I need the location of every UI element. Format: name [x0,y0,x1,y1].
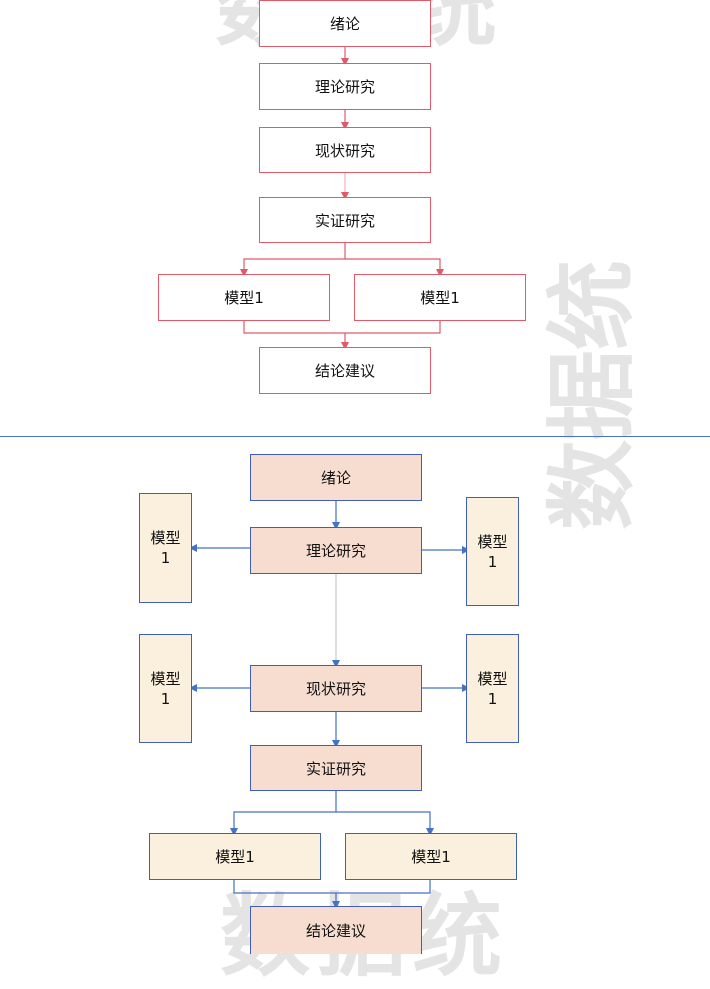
top-conclusion-box: 结论建议 [259,347,431,394]
top-model-right-label: 模型1 [420,289,460,307]
bottom-intro-box: 绪论 [250,454,422,501]
section-divider [0,436,710,437]
bottom-side-model-top-right: 模型 1 [466,497,519,606]
arrow-split-left-b [230,791,337,836]
top-model-right-box: 模型1 [354,274,526,321]
top-model-left-box: 模型1 [158,274,330,321]
side-model-br-label: 模型 1 [477,669,508,708]
bottom-model-left-box: 模型1 [149,833,321,880]
side-model-tr-label: 模型 1 [477,532,508,571]
bottom-model-right-box: 模型1 [345,833,517,880]
bottom-model-right-label: 模型1 [411,848,451,866]
bottom-flow-connectors [189,501,470,909]
top-flow-connectors [240,47,444,350]
bottom-side-model-bottom-left: 模型 1 [139,634,192,743]
top-model-left-label: 模型1 [224,289,264,307]
bottom-theory-box: 理论研究 [250,527,422,574]
bottom-empirical-label: 实证研究 [305,759,366,778]
top-theory-box: 理论研究 [259,63,431,110]
top-empirical-label: 实证研究 [314,211,375,230]
top-theory-label: 理论研究 [314,78,375,96]
arrow-split-right [345,258,444,277]
bottom-status-box: 现状研究 [250,665,422,712]
top-conclusion-label: 结论建议 [314,362,375,380]
merge-line-b [233,880,431,894]
side-model-tl-label: 模型 1 [150,529,181,567]
bottom-conclusion-box: 结论建议 [250,906,422,954]
arrow-split-left [240,243,346,277]
merge-line [243,321,441,334]
bottom-theory-label: 理论研究 [305,542,366,560]
bottom-status-label: 现状研究 [305,680,366,698]
arrow-split-right-b [336,811,434,836]
top-intro-label: 绪论 [329,15,360,33]
bottom-side-model-top-left: 模型 1 [139,493,192,603]
side-model-bl-label: 模型 1 [150,669,181,708]
top-status-label: 现状研究 [314,141,375,160]
top-status-box: 现状研究 [259,127,431,173]
bottom-conclusion-label: 结论建议 [305,922,366,940]
top-intro-box: 绪论 [259,0,431,47]
bottom-intro-label: 绪论 [320,469,351,487]
connector-layer [189,47,470,909]
bottom-side-model-bottom-right: 模型 1 [466,634,519,743]
bottom-empirical-box: 实证研究 [250,745,422,791]
top-empirical-box: 实证研究 [259,197,431,243]
bottom-model-left-label: 模型1 [215,848,255,866]
